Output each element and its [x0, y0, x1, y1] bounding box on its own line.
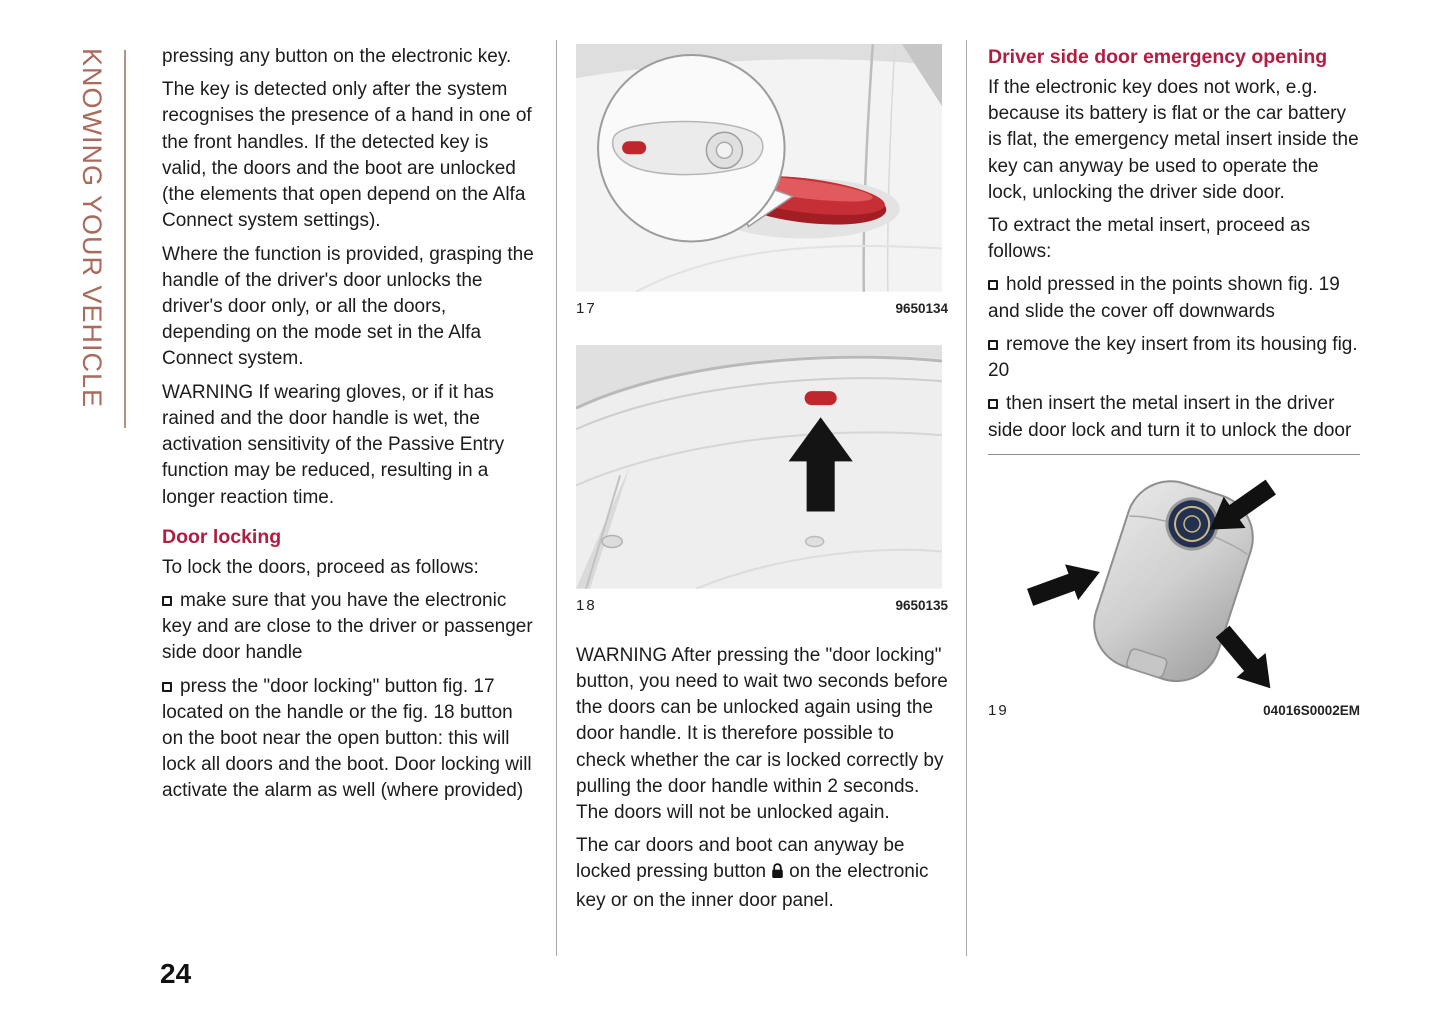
figure-number: 19	[988, 702, 1009, 720]
paragraph-warning: WARNING If wearing gloves, or if it has …	[162, 381, 505, 508]
figure-17: 17 9650134	[576, 44, 948, 319]
square-bullet-icon	[988, 280, 998, 291]
paragraph-text: The car doors and boot can anyway be loc…	[576, 835, 905, 883]
section-heading-door-locking: Door locking	[162, 525, 282, 548]
door-handle-image	[576, 44, 942, 292]
page-number: 24	[160, 958, 192, 989]
square-bullet-icon	[988, 399, 998, 410]
paragraph: To lock the doors, proceed as follows:	[162, 556, 479, 578]
figure-number: 18	[576, 597, 597, 615]
paragraph: If the electronic key does not work, e.g…	[988, 76, 1359, 203]
list-item-text: then insert the metal insert in the driv…	[988, 393, 1352, 441]
list-item-text: make sure that you have the electronic k…	[162, 589, 533, 664]
figure-19: 19 04016S0002EM	[988, 468, 1360, 722]
paragraph: To extract the metal insert, proceed as …	[988, 215, 1311, 263]
column-left: pressing any button on the electronic ke…	[162, 44, 536, 812]
paragraph: The key is detected only after the syste…	[162, 79, 532, 232]
paragraph: Where the function is provided, grasping…	[162, 243, 534, 370]
electronic-key-image	[988, 468, 1354, 695]
figure-caption: 18 9650135	[576, 596, 948, 617]
square-bullet-icon	[162, 595, 172, 606]
list-item: hold pressed in the points shown fig. 19…	[988, 272, 1360, 324]
paragraph-text: on the electronic key or on the inner do…	[576, 861, 929, 911]
figure-code: 9650134	[895, 300, 948, 316]
list-item: make sure that you have the electronic k…	[162, 588, 536, 667]
figure-18: 18 9650135	[576, 345, 948, 616]
list-item: press the "door locking" button fig. 17 …	[162, 674, 536, 805]
figure-caption: 19 04016S0002EM	[988, 701, 1360, 722]
list-item-text: press the "door locking" button fig. 17 …	[162, 675, 532, 802]
list-item: then insert the metal insert in the driv…	[988, 391, 1360, 443]
column-divider-1	[556, 40, 557, 956]
lock-icon	[771, 861, 784, 887]
figure-caption: 17 9650134	[576, 299, 948, 320]
square-bullet-icon	[162, 681, 172, 692]
column-right: Driver side door emergency opening If th…	[988, 44, 1360, 748]
chapter-title: KNOWING YOUR VEHICLE	[77, 48, 107, 409]
paragraph: pressing any button on the electronic ke…	[162, 46, 512, 67]
section-heading-emergency-opening: Driver side door emergency opening	[988, 46, 1328, 68]
figure-separator-rule	[988, 453, 1360, 455]
paragraph: The car doors and boot can anyway be loc…	[576, 833, 948, 914]
list-item-text: remove the key insert from its housing f…	[988, 333, 1358, 382]
square-bullet-icon	[988, 339, 998, 350]
figure-code: 9650135	[895, 598, 948, 614]
sidebar-rule	[124, 50, 126, 428]
boot-button-image	[576, 345, 942, 590]
paragraph-warning: WARNING After pressing the "door locking…	[576, 644, 948, 824]
figure-number: 17	[576, 299, 597, 317]
figure-code: 04016S0002EM	[1263, 703, 1360, 719]
column-divider-2	[966, 40, 967, 956]
column-middle: 17 9650134 18 9650135	[576, 44, 948, 921]
list-item-text: hold pressed in the points shown fig. 19…	[988, 274, 1340, 322]
list-item: remove the key insert from its housing f…	[988, 332, 1360, 384]
